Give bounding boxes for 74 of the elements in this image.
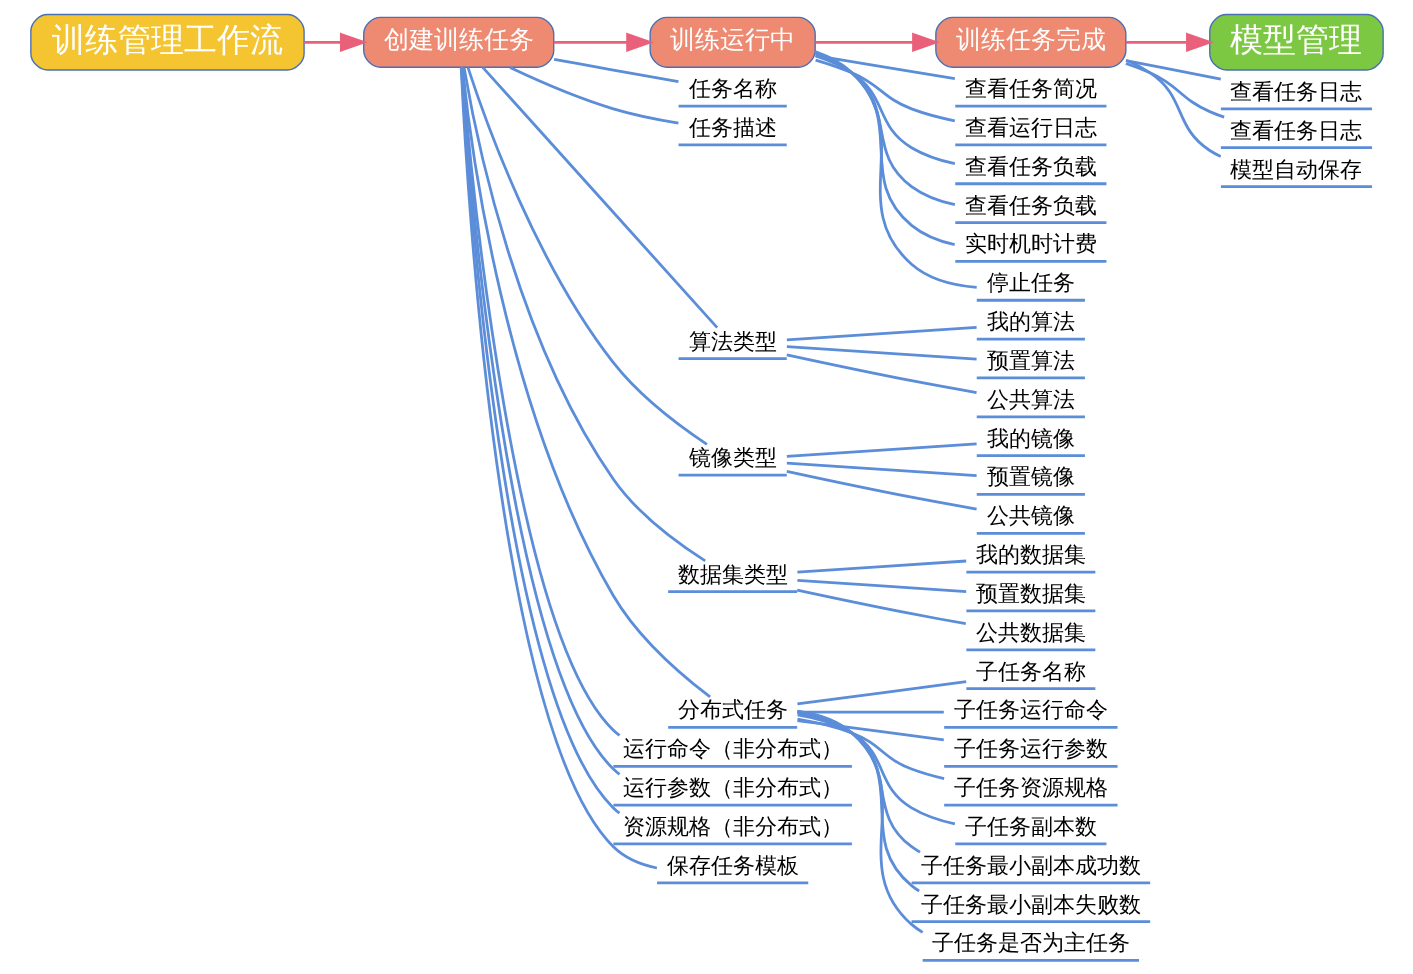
node-box: 模型管理 — [1208, 13, 1384, 71]
node-text: 预置算法 — [986, 346, 1075, 373]
node-text: 子任务副本数 — [964, 812, 1097, 839]
connector — [786, 441, 977, 458]
node-text: 分布式任务 — [677, 695, 788, 722]
node-text: 运行命令（非分布式） — [622, 734, 843, 761]
node-text: 运行参数（非分布式） — [622, 773, 843, 800]
node-text: 查看任务日志 — [1229, 116, 1362, 143]
connector — [786, 469, 977, 510]
node-text: 公共镜像 — [986, 501, 1075, 528]
node-text: 任务描述 — [688, 113, 777, 140]
connector — [786, 344, 977, 361]
connector — [814, 50, 977, 289]
node-text: 任务名称 — [688, 74, 777, 101]
connector — [796, 578, 966, 593]
connector — [814, 58, 955, 122]
connector — [481, 66, 718, 329]
node-text: 镜像类型 — [688, 443, 777, 470]
connector — [797, 709, 923, 934]
node-text: 公共数据集 — [975, 618, 1086, 645]
arrow — [1125, 32, 1214, 52]
connector — [1125, 58, 1221, 158]
connector — [814, 52, 955, 206]
node-text: 子任务运行命令 — [953, 695, 1108, 722]
connector — [814, 50, 955, 246]
connector — [796, 711, 921, 853]
connector — [466, 66, 708, 446]
connector — [796, 713, 955, 825]
node-text: 查看任务负载 — [964, 191, 1097, 218]
node-text: 子任务最小副本成功数 — [920, 851, 1141, 878]
node-text: 实时机时计费 — [964, 229, 1097, 256]
node-box: 创建训练任务 — [362, 16, 554, 68]
node-text: 我的镜像 — [986, 424, 1075, 451]
node-text: 查看任务负载 — [964, 152, 1097, 179]
arrow — [815, 32, 940, 52]
node-text: 数据集类型 — [677, 560, 788, 587]
connector — [786, 461, 977, 477]
connector — [1124, 61, 1225, 118]
node-box: 训练管理工作流 — [29, 13, 305, 71]
connector — [796, 709, 920, 892]
connector — [796, 717, 944, 780]
node-text: 子任务资源规格 — [953, 773, 1108, 800]
node-text: 公共算法 — [986, 385, 1075, 412]
connector — [796, 588, 966, 625]
connector — [509, 65, 679, 124]
node-text: 预置数据集 — [975, 579, 1086, 606]
node-text: 资源规格（非分布式） — [622, 812, 843, 839]
connector — [796, 718, 944, 741]
connector — [459, 66, 657, 869]
node-text: 查看运行日志 — [964, 113, 1097, 140]
connector — [553, 57, 679, 83]
node-text: 子任务是否为主任务 — [931, 928, 1130, 955]
node-text: 子任务名称 — [975, 657, 1086, 684]
arrow — [303, 32, 368, 52]
node-text: 预置镜像 — [986, 462, 1075, 489]
node-text: 保存任务模板 — [666, 851, 799, 878]
node-text: 查看任务日志 — [1229, 77, 1362, 104]
node-text: 子任务运行参数 — [953, 734, 1108, 761]
node-box: 训练任务完成 — [934, 16, 1127, 68]
node-text: 停止任务 — [986, 268, 1075, 295]
connector — [462, 66, 706, 562]
node-box: 训练运行中 — [648, 16, 816, 68]
node-text: 算法类型 — [688, 327, 777, 354]
node-text: 模型自动保存 — [1229, 155, 1362, 182]
connector — [796, 559, 966, 573]
connector — [786, 325, 977, 341]
connector — [796, 679, 966, 705]
node-text: 查看任务简况 — [964, 74, 1097, 101]
node-text: 子任务最小副本失败数 — [920, 890, 1141, 917]
connector — [814, 54, 955, 165]
arrow — [553, 32, 654, 52]
connector — [786, 353, 977, 394]
node-text: 我的算法 — [986, 307, 1075, 334]
node-text: 我的数据集 — [975, 540, 1086, 567]
